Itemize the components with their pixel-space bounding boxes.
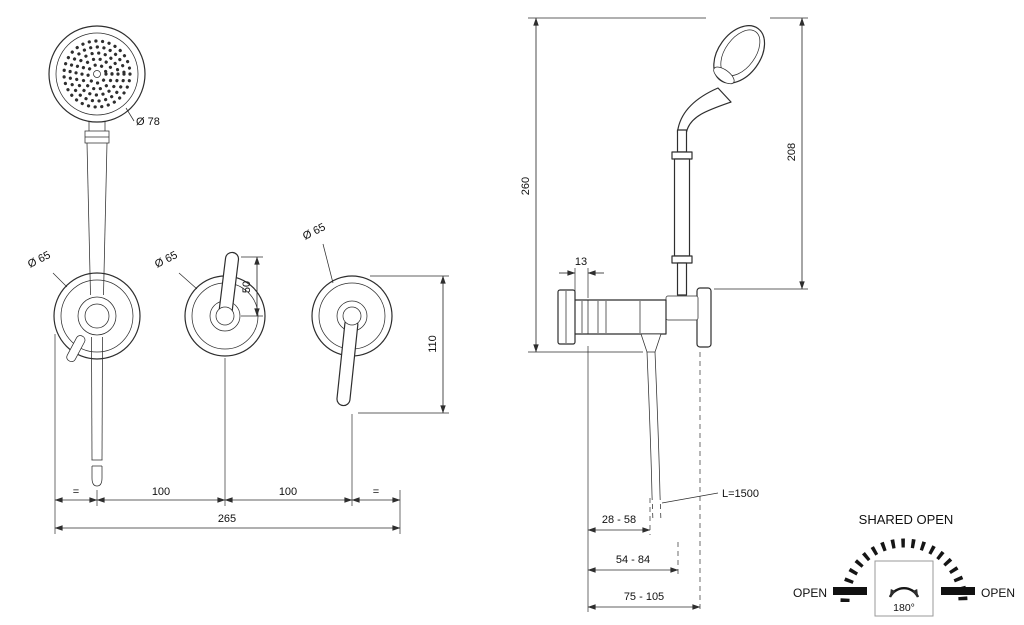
lever-height-label: 50 xyxy=(241,281,253,293)
rotation-angle-label: 180° xyxy=(893,602,915,614)
side-head xyxy=(713,25,766,85)
spray-dots-icon xyxy=(62,39,132,109)
margin-left-label: = xyxy=(73,486,79,498)
spacing-left-label: 100 xyxy=(152,486,170,498)
rotation-stop-right xyxy=(941,587,975,595)
rotation-arrow-icon xyxy=(888,587,920,598)
front-width-dimensions: = 100 100 = 265 xyxy=(54,334,401,534)
depth-range-long-label: 75 - 105 xyxy=(624,591,664,603)
head-height-label: 208 xyxy=(786,143,798,161)
rotation-fan-icon xyxy=(840,538,968,603)
open-right-label: OPEN xyxy=(981,586,1015,600)
head-diameter-label: Ø 78 xyxy=(136,116,160,128)
open-left-label: OPEN xyxy=(793,586,827,600)
side-valve-body xyxy=(557,287,712,348)
side-hose: L=1500 xyxy=(640,333,759,523)
hose-length-label: L=1500 xyxy=(722,488,759,500)
holder-diameter-label: Ø 65 xyxy=(26,249,53,271)
overall-height-dimension: 260 xyxy=(520,17,808,353)
elbow xyxy=(676,87,732,133)
rotation-indicator: SHARED OPEN OPEN OPEN 180° xyxy=(793,512,1015,617)
depth-range-short-label: 28 - 58 xyxy=(602,514,636,526)
handshower-handle xyxy=(84,121,110,487)
wall-offset-dimension: 13 xyxy=(559,256,604,298)
side-handshower xyxy=(671,25,766,296)
handshower-head xyxy=(48,25,146,123)
side-view: L=1500 260 208 13 xyxy=(520,17,808,612)
mid-valve-escutcheon xyxy=(184,251,266,357)
head-height-dimension: 208 xyxy=(714,17,808,290)
lever-drop-dimension: 110 xyxy=(358,275,449,414)
wall-offset-label: 13 xyxy=(575,256,587,268)
margin-right-label: = xyxy=(373,486,379,498)
front-view: Ø 78 Ø 65 Ø 65 Ø 65 50 110 xyxy=(26,25,449,534)
mid-valve-diameter-label: Ø 65 xyxy=(153,249,180,271)
total-width-label: 265 xyxy=(218,513,236,525)
right-valve-escutcheon xyxy=(311,275,393,407)
right-valve-lever xyxy=(336,317,359,407)
front-dimension-labels: Ø 78 Ø 65 Ø 65 Ø 65 xyxy=(26,107,334,290)
overall-height-label: 260 xyxy=(520,177,532,195)
lever-height-dimension: 50 xyxy=(241,256,263,317)
shared-open-label: SHARED OPEN xyxy=(859,512,954,527)
lever-drop-label: 110 xyxy=(427,335,439,353)
holder-escutcheon xyxy=(53,272,141,363)
right-valve-diameter-label: Ø 65 xyxy=(301,221,328,243)
depth-range-mid-label: 54 - 84 xyxy=(616,554,650,566)
depth-dimensions: 28 - 58 54 - 84 75 - 105 xyxy=(587,346,701,612)
spacing-right-label: 100 xyxy=(279,486,297,498)
rotation-stop-left xyxy=(833,587,867,595)
holder-hook xyxy=(66,335,86,363)
